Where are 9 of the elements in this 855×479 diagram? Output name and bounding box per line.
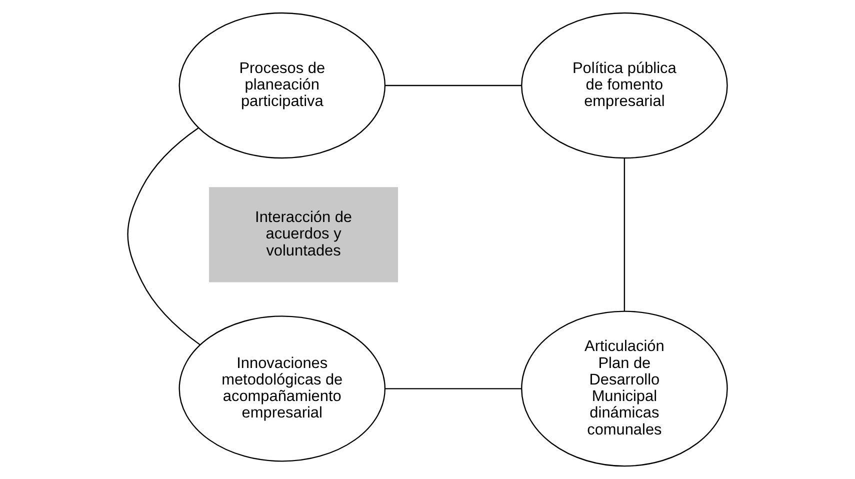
connector bbox=[127, 127, 200, 346]
connector bbox=[385, 84, 522, 86]
connector bbox=[385, 388, 522, 390]
connector bbox=[624, 158, 626, 312]
node-ellipse: Política pública de fomento empresarial bbox=[521, 12, 728, 159]
node-box: Interacción de acuerdos y voluntades bbox=[209, 187, 398, 282]
node-ellipse: Procesos de planeación participativa bbox=[178, 12, 386, 159]
node-ellipse: Innovaciones metodológicas de acompañamiento empresarial bbox=[178, 316, 386, 462]
node-ellipse: Articulación Plan de Desarrollo Municipal dinámicas comunales bbox=[521, 310, 728, 467]
